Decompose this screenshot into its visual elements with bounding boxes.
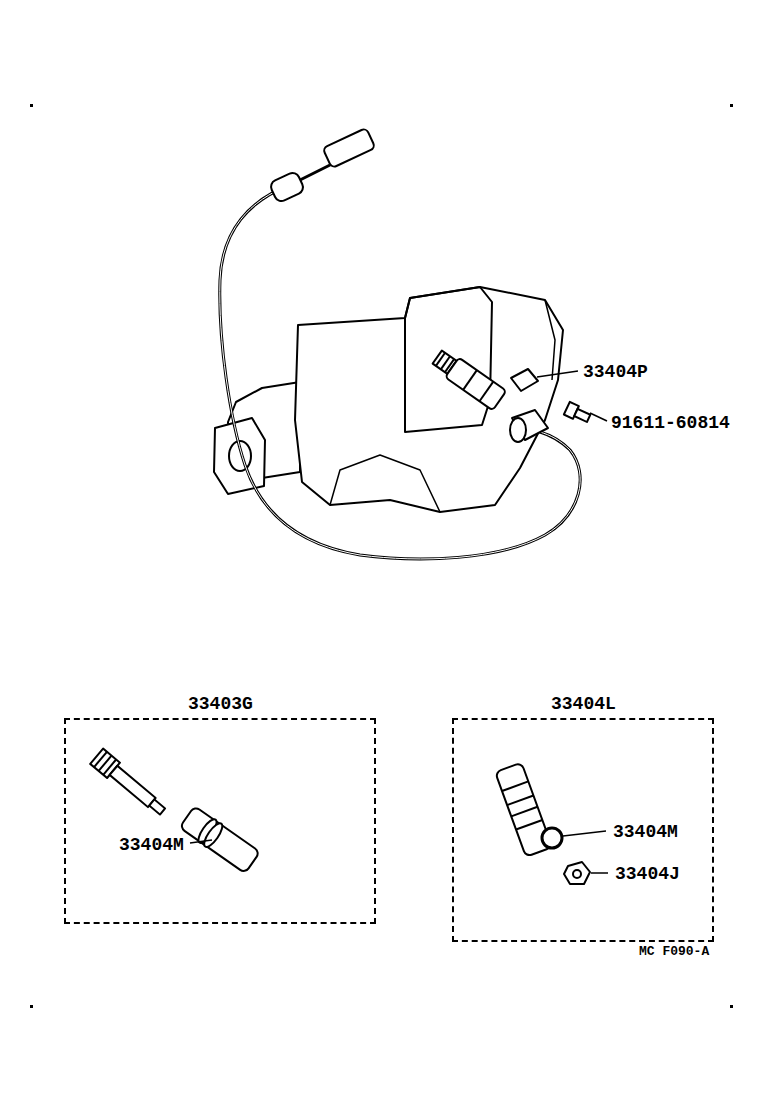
group-part-number: 33404L xyxy=(550,694,617,714)
callout-number: 33404P xyxy=(582,362,649,382)
callout-number: 91611-60814 xyxy=(610,413,731,433)
drawing-code: MC F090-A xyxy=(638,944,710,959)
group-part-number: 33403G xyxy=(187,694,254,714)
dashed-group-box: 33403G33404M xyxy=(64,718,376,924)
callout-number: 33404M xyxy=(118,835,185,855)
dashed-group-box: 33404L33404M33404J xyxy=(452,718,714,942)
callout-number: 33404M xyxy=(612,822,679,842)
callout-number: 33404J xyxy=(614,864,681,884)
